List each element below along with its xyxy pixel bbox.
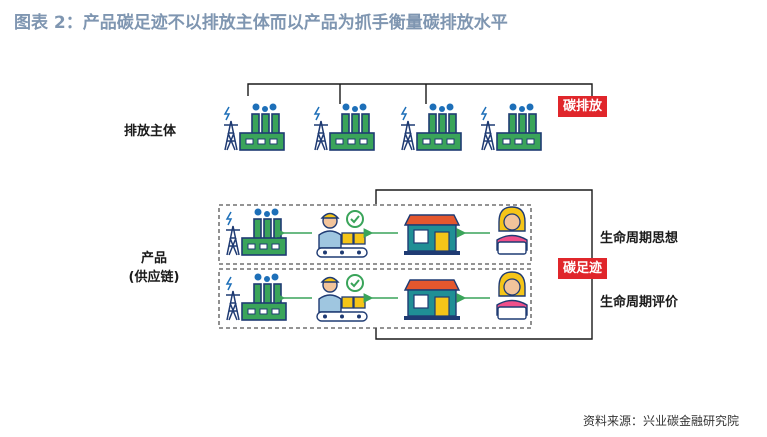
lifecycle-thinking-label: 生命周期思想: [600, 231, 679, 246]
emission-subject-label: 排放主体: [124, 124, 177, 139]
factory-icon: [480, 102, 542, 151]
shop-sign: SHOP: [423, 208, 442, 215]
factory-icon: [225, 207, 287, 256]
shop-icon: [403, 214, 461, 256]
worker-icon: [316, 210, 368, 258]
carbon-emission-badge: 碳排放: [558, 96, 608, 117]
product-label: 产品 (供应链): [112, 249, 196, 287]
supply-chain-box: [218, 268, 532, 329]
supply-chain-box: [218, 204, 532, 265]
factory-icon: [313, 102, 375, 151]
factory-icon: [400, 102, 462, 151]
source-note: 资料来源：兴业碳金融研究院: [582, 414, 739, 428]
product-label-line2: (供应链): [128, 270, 180, 285]
emission-bracket-line: [247, 83, 593, 96]
consumer-icon: [496, 206, 528, 255]
product-label-line1: 产品: [140, 251, 167, 266]
factory-icon: [223, 102, 285, 151]
shop-sign: SHOP: [423, 273, 442, 280]
carbon-footprint-badge: 碳足迹: [558, 258, 608, 279]
worker-icon: [316, 274, 368, 322]
lifecycle-assessment-label: 生命周期评价: [600, 295, 679, 310]
factory-icon: [225, 272, 287, 321]
page-title: 图表 2：产品碳足迹不以排放主体而以产品为抓手衡量碳排放水平: [14, 13, 508, 33]
consumer-icon: [496, 271, 528, 320]
shop-icon: [403, 279, 461, 321]
